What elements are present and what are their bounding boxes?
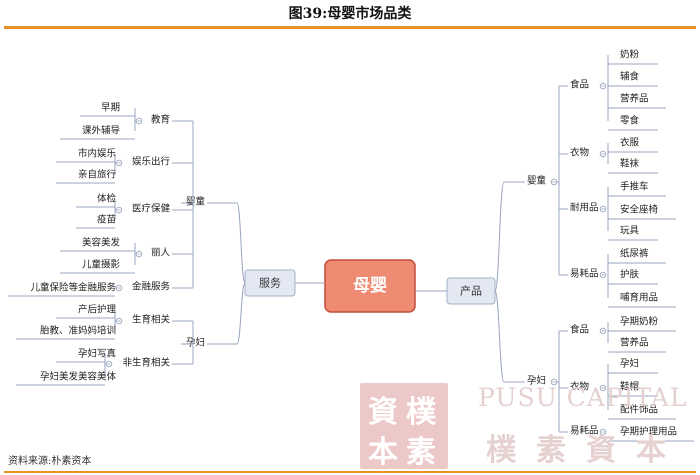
- title-rule: [4, 26, 696, 29]
- leaf-label: 孕期奶粉: [620, 316, 659, 328]
- category-label: 医疗保健: [132, 203, 171, 215]
- category-label: 非生育相关: [122, 357, 170, 369]
- leaf-label: 营养品: [620, 93, 649, 105]
- figure-source: 资料来源:朴素资本: [8, 456, 92, 467]
- figure-title: 图39:母婴市场品类: [288, 6, 412, 22]
- category-label: 衣物: [570, 381, 590, 393]
- leaf-label: 配件饰品: [620, 404, 658, 416]
- category-label: 生育相关: [132, 314, 171, 326]
- group-label: 孕妇: [527, 375, 546, 387]
- group-label: 孕妇: [186, 337, 205, 349]
- leaf-label: 衣服: [620, 137, 640, 149]
- leaf-label: 孕妇写真: [78, 348, 116, 360]
- category-label: 易耗品: [570, 426, 599, 437]
- category-label: 食品: [570, 324, 589, 336]
- category-label: 娱乐出行: [132, 156, 171, 168]
- leaf-label: 纸尿裤: [620, 248, 649, 260]
- leaf-label: 玩具: [620, 226, 640, 237]
- leaf-label: 产后护理: [78, 304, 117, 316]
- root-node-label: 母婴: [353, 276, 387, 296]
- leaf-label: 鞋帽: [620, 381, 639, 393]
- leaf-label: 胎教、准妈妈培训: [40, 325, 116, 337]
- connector-curve: [236, 202, 246, 284]
- leaf-label: 孕期护理用品: [620, 426, 677, 438]
- leaf-label: 哺育用品: [620, 292, 658, 304]
- category-label: 耐用品: [570, 202, 599, 214]
- leaf-label: 奶粉: [620, 49, 640, 61]
- connector-curve: [236, 282, 246, 345]
- leaf-label: 孕妇美发美容美体: [40, 371, 117, 383]
- leaf-label: 安全座椅: [620, 204, 659, 216]
- leaf-label: 儿童摄影: [82, 259, 121, 271]
- category-label: 易耗品: [570, 269, 599, 280]
- leaf-label: 课外辅导: [82, 125, 120, 137]
- leaf-label: 儿童保险等金融服务: [30, 282, 116, 294]
- category-label: 食品: [570, 79, 589, 91]
- leaf-label: 美容美发: [82, 237, 121, 249]
- leaf-label: 孕妇: [620, 358, 639, 370]
- group-label: 婴童: [186, 196, 206, 208]
- leaf-label: 疫苗: [97, 214, 116, 226]
- group-label: 婴童: [527, 175, 547, 187]
- branch-node-label: 服务: [259, 277, 281, 290]
- category-label: 丽人: [151, 248, 171, 259]
- connector-curve: [494, 290, 505, 383]
- leaf-label: 亲自旅行: [78, 169, 117, 181]
- connector-curve: [494, 181, 505, 292]
- leaf-label: 鞋袜: [620, 158, 640, 170]
- branch-node-label: 产品: [460, 284, 482, 298]
- leaf-label: 零食: [620, 115, 640, 127]
- category-label: 金融服务: [132, 281, 171, 293]
- leaf-label: 营养品: [620, 337, 649, 349]
- category-label: 教育: [151, 114, 170, 126]
- leaf-label: 早期: [101, 103, 120, 114]
- leaf-label: 辅食: [620, 71, 640, 83]
- leaf-label: 体检: [97, 193, 117, 205]
- leaf-label: 护肤: [620, 269, 640, 281]
- root-node: [324, 259, 416, 313]
- category-label: 衣物: [570, 147, 590, 159]
- leaf-label: 手推车: [620, 181, 649, 193]
- leaf-label: 市内娱乐: [78, 148, 117, 160]
- footer-rule: [4, 471, 696, 473]
